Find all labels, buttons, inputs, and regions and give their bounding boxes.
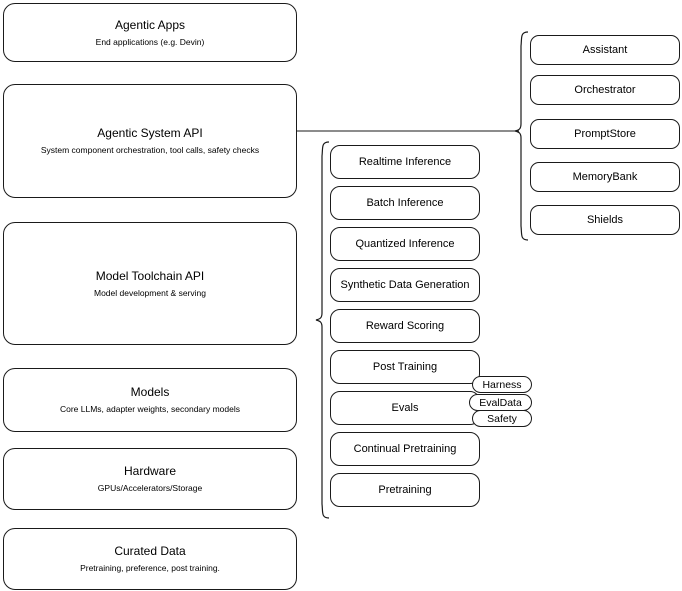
eval-tag-evaldata[interactable]: EvalData <box>469 394 532 411</box>
eval-tag-label: EvalData <box>479 396 522 409</box>
capability-box-synthetic-data-generation[interactable]: Synthetic Data Generation <box>330 268 480 302</box>
capability-label: Post Training <box>372 361 438 373</box>
capability-label: Quantized Inference <box>355 238 455 250</box>
capability-box-pretraining[interactable]: Pretraining <box>330 473 480 507</box>
layer-title: Curated Data <box>114 544 186 559</box>
capability-box-reward-scoring[interactable]: Reward Scoring <box>330 309 480 343</box>
capability-box-batch-inference[interactable]: Batch Inference <box>330 186 480 220</box>
capability-label: Pretraining <box>378 484 432 496</box>
layer-box-agentic-system-api[interactable]: Agentic System API System component orch… <box>3 84 297 198</box>
system-component-box-promptstore[interactable]: PromptStore <box>530 119 680 149</box>
capability-box-realtime-inference[interactable]: Realtime Inference <box>330 145 480 179</box>
layer-title: Model Toolchain API <box>95 268 205 283</box>
capabilities-brace <box>315 141 330 519</box>
layer-box-agentic-apps[interactable]: Agentic Apps End applications (e.g. Devi… <box>3 3 297 62</box>
capability-label: Batch Inference <box>366 197 444 209</box>
eval-tag-label: Harness <box>482 378 522 391</box>
layer-subtitle: Pretraining, preference, post training. <box>80 563 220 574</box>
system-component-box-memorybank[interactable]: MemoryBank <box>530 162 680 192</box>
layer-subtitle: End applications (e.g. Devin) <box>95 36 205 47</box>
layer-title: Agentic Apps <box>114 17 186 32</box>
capability-label: Realtime Inference <box>358 156 452 168</box>
system-component-label: Orchestrator <box>574 84 636 96</box>
capability-label: Continual Pretraining <box>353 443 457 455</box>
layer-subtitle: System component orchestration, tool cal… <box>40 145 260 156</box>
capability-label: Synthetic Data Generation <box>340 279 470 291</box>
layer-title: Hardware <box>123 464 177 479</box>
capability-box-evals[interactable]: Evals <box>330 391 480 425</box>
system-component-label: PromptStore <box>574 128 636 140</box>
system-component-box-assistant[interactable]: Assistant <box>530 35 680 65</box>
eval-tag-harness[interactable]: Harness <box>472 376 532 393</box>
layer-box-hardware[interactable]: Hardware GPUs/Accelerators/Storage <box>3 448 297 510</box>
system-component-label: Shields <box>586 214 624 226</box>
eval-tag-label: Safety <box>487 412 517 425</box>
system-component-box-shields[interactable]: Shields <box>530 205 680 235</box>
layer-subtitle: GPUs/Accelerators/Storage <box>97 483 203 494</box>
layer-box-curated-data[interactable]: Curated Data Pretraining, preference, po… <box>3 528 297 590</box>
capability-box-continual-pretraining[interactable]: Continual Pretraining <box>330 432 480 466</box>
system-component-box-orchestrator[interactable]: Orchestrator <box>530 75 680 105</box>
layer-title: Models <box>130 385 170 400</box>
system-component-label: Assistant <box>582 44 628 56</box>
layer-title: Agentic System API <box>97 126 203 141</box>
capability-label: Evals <box>391 402 419 414</box>
layer-subtitle: Core LLMs, adapter weights, secondary mo… <box>59 404 240 415</box>
capability-label: Reward Scoring <box>365 320 445 332</box>
layer-box-model-toolchain-api[interactable]: Model Toolchain API Model development & … <box>3 222 297 345</box>
capability-box-post-training[interactable]: Post Training <box>330 350 480 384</box>
eval-tag-safety[interactable]: Safety <box>472 410 532 427</box>
system-components-brace <box>514 31 529 241</box>
layer-subtitle: Model development & serving <box>94 287 206 298</box>
layer-box-models[interactable]: Models Core LLMs, adapter weights, secon… <box>3 368 297 432</box>
capability-box-quantized-inference[interactable]: Quantized Inference <box>330 227 480 261</box>
system-component-label: MemoryBank <box>572 171 638 183</box>
